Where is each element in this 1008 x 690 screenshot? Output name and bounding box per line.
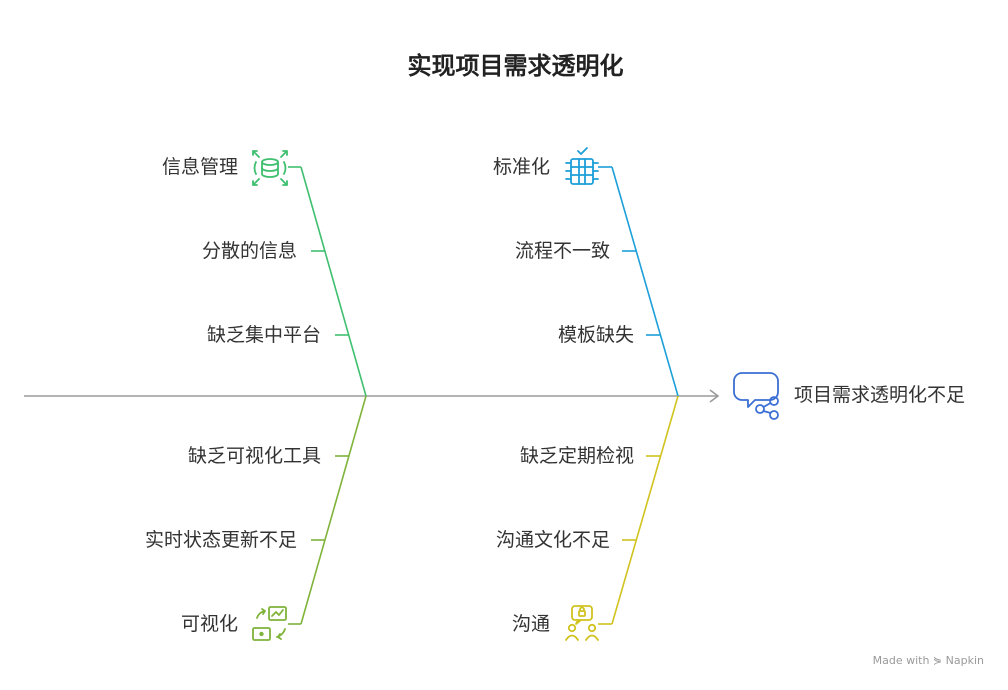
category-label-info: 信息管理 <box>161 156 238 178</box>
team-chat-icon <box>565 605 599 641</box>
branch-info <box>288 166 367 397</box>
cause-label: 模板缺失 <box>557 324 634 346</box>
effect-label: 项目需求透明化不足 <box>794 384 966 406</box>
napkin-watermark[interactable]: Made with ⋟ Napkin <box>872 654 984 667</box>
cause-label: 缺乏定期检视 <box>519 445 634 467</box>
category-label-standard: 标准化 <box>492 156 550 178</box>
cause-label: 分散的信息 <box>201 240 297 262</box>
category-label-comm: 沟通 <box>511 613 550 635</box>
dashboard-icon <box>252 606 287 641</box>
cause-label: 流程不一致 <box>514 240 610 262</box>
database-arrows-icon <box>252 150 288 186</box>
cause-label: 实时状态更新不足 <box>144 529 297 551</box>
category-label-visual: 可视化 <box>180 613 238 635</box>
branch-standard <box>598 166 679 397</box>
branch-comm <box>598 395 679 625</box>
branch-visual <box>288 395 367 625</box>
cause-label: 缺乏可视化工具 <box>187 445 321 467</box>
server-check-icon <box>565 147 599 185</box>
cause-label: 缺乏集中平台 <box>206 324 321 346</box>
cause-label: 沟通文化不足 <box>495 529 610 551</box>
diagram-title: 实现项目需求透明化 <box>407 52 624 80</box>
spine-arrowhead <box>709 389 720 403</box>
chat-share-icon <box>733 372 779 420</box>
